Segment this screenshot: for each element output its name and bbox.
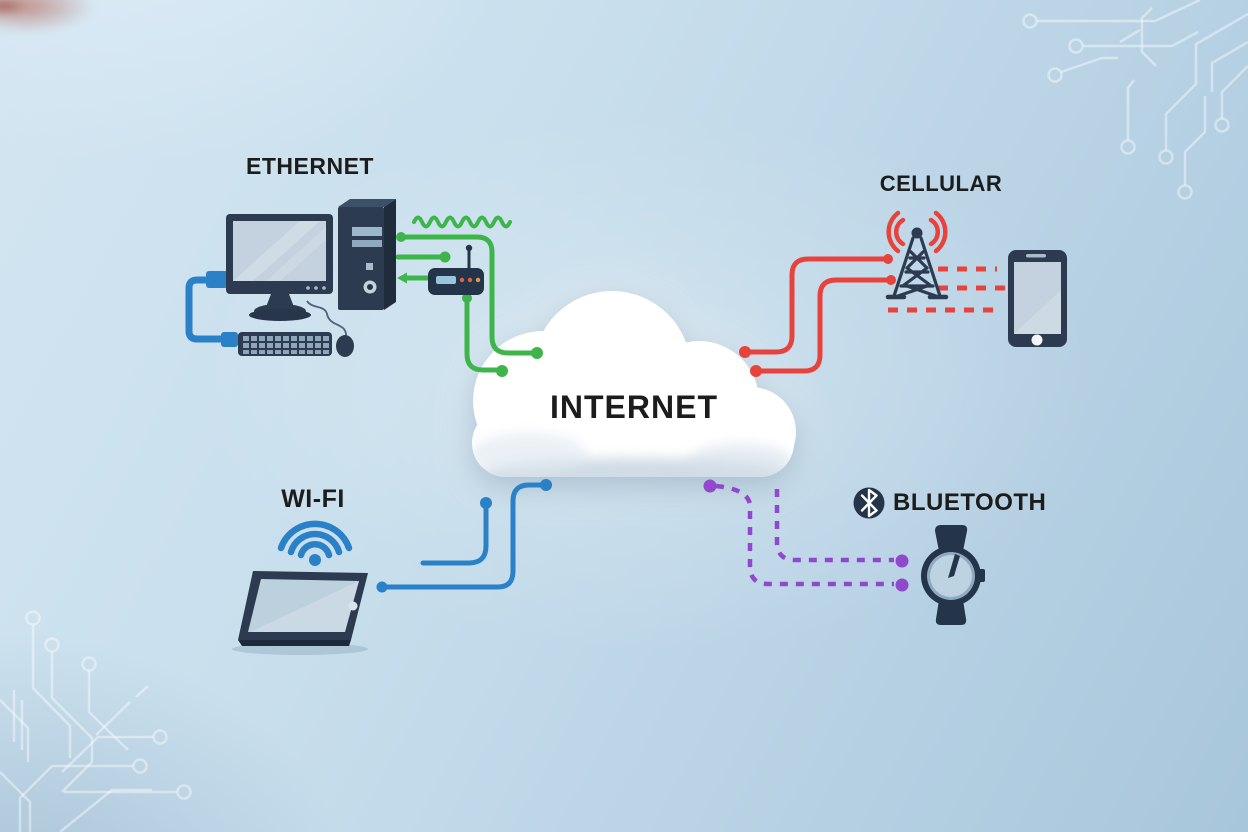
wifi-label: WI-FI <box>281 485 345 513</box>
bluetooth-wire-dots <box>703 479 909 592</box>
wifi-wires <box>380 482 545 590</box>
keyboard-icon <box>238 332 332 356</box>
bluetooth-label: BLUETOOTH <box>893 489 1047 516</box>
tablet-icon <box>232 571 368 655</box>
ethernet-label: ETHERNET <box>246 153 374 179</box>
mouse-icon <box>336 335 354 357</box>
ethernet-wires <box>395 215 535 373</box>
bluetooth-wires <box>715 483 894 587</box>
desktop-computer-icon <box>185 199 396 357</box>
cellular-wires <box>745 256 892 374</box>
corner-smudge <box>0 0 96 34</box>
bluetooth-icon <box>853 487 885 519</box>
smartphone-icon <box>1008 250 1067 347</box>
cellular-signal-arcs <box>886 210 948 254</box>
circuit-pattern-bottom-left <box>0 610 192 832</box>
internet-cloud-label: INTERNET <box>550 389 718 425</box>
usb-cable <box>185 276 225 343</box>
cellular-label: CELLULAR <box>879 171 1003 196</box>
internet-cloud <box>472 291 796 477</box>
ethernet-wire-dots <box>396 232 543 377</box>
wifi-wire-dots <box>309 479 552 593</box>
wifi-signal-icon <box>277 520 353 559</box>
pc-tower-icon <box>338 199 396 310</box>
cellular-wire-dots <box>739 254 896 377</box>
modem-router-icon <box>428 244 484 295</box>
cell-tower-icon <box>885 227 949 300</box>
smartwatch-icon <box>921 525 985 625</box>
cellular-dashed-links <box>888 266 1006 313</box>
circuit-pattern-top-right <box>1022 0 1248 200</box>
monitor-icon <box>226 214 333 321</box>
